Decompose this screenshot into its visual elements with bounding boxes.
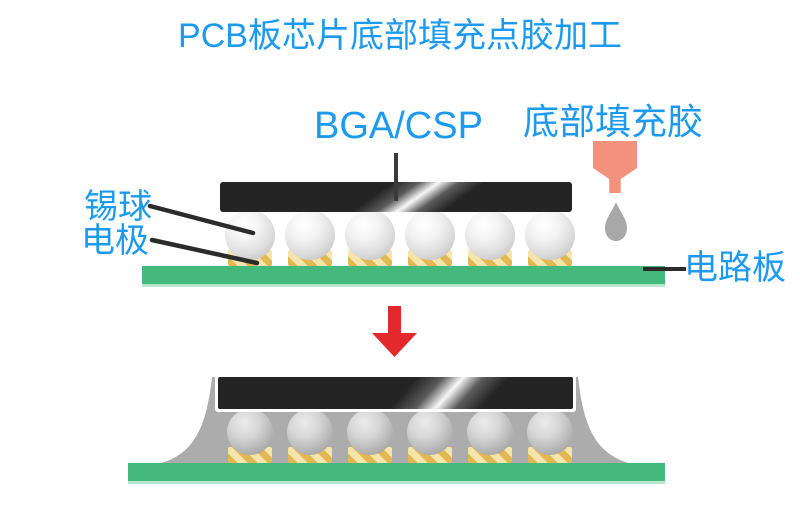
solder-ball — [347, 409, 393, 455]
bga-chip-top — [220, 182, 572, 212]
solder-ball — [287, 409, 333, 455]
process-arrow-down-icon — [372, 306, 417, 357]
solder-ball — [225, 210, 275, 260]
label-electrode: 电极 — [81, 222, 149, 260]
chip-gloss-highlight — [324, 182, 512, 212]
solder-ball — [525, 210, 575, 260]
glue-droplet — [605, 202, 627, 241]
pcb-board-top — [142, 266, 665, 287]
solder-ball — [467, 409, 513, 455]
label-solder-ball: 锡球 — [84, 188, 152, 226]
chip-gloss-highlight — [371, 377, 527, 409]
label-circuit-board: 电路板 — [684, 249, 786, 287]
solder-ball — [407, 409, 453, 455]
solder-ball — [285, 210, 335, 260]
solder-ball — [345, 210, 395, 260]
glue-dispenser-nozzle — [593, 141, 637, 193]
solder-ball — [227, 409, 273, 455]
pcb-board-bottom — [128, 463, 665, 484]
page-title: PCB板芯片底部填充点胶加工 — [178, 17, 622, 55]
bga-chip-bottom — [215, 374, 576, 412]
solder-ball — [405, 210, 455, 260]
solder-ball — [527, 409, 573, 455]
chip-body — [218, 377, 573, 409]
solder-ball — [465, 210, 515, 260]
label-bga-csp: BGA/CSP — [314, 105, 483, 147]
label-underfill-glue: 底部填充胶 — [523, 101, 704, 142]
